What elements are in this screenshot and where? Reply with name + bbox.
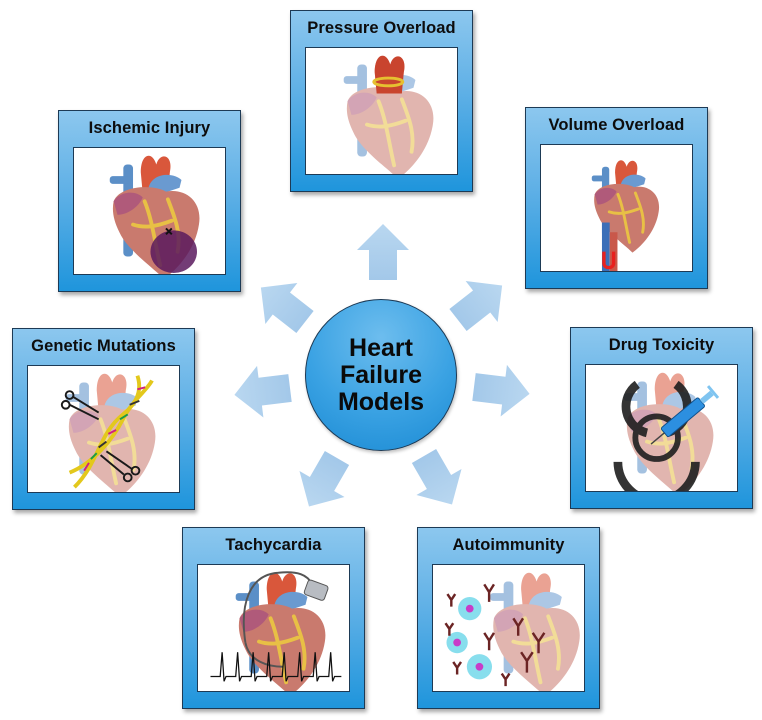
panel-title: Pressure Overload xyxy=(307,19,456,37)
genetic-mutations-illustration xyxy=(27,365,180,493)
heart-dna-scissors-icon xyxy=(60,366,179,492)
heart-antibodies-icon xyxy=(444,565,584,691)
arrow-up-icon xyxy=(357,224,409,280)
syringe-icon xyxy=(650,385,720,445)
panel-ischemic-injury: Ischemic Injury xyxy=(58,110,241,292)
center-line-1: Heart xyxy=(349,333,413,362)
drug-toxicity-illustration xyxy=(585,364,738,492)
arrow-upright-icon xyxy=(441,265,519,341)
panel-title: Genetic Mutations xyxy=(31,337,176,355)
heart-shunt-icon xyxy=(590,158,661,271)
scissors-icon xyxy=(60,390,141,483)
panel-autoimmunity: Autoimmunity xyxy=(417,527,600,709)
arrow-left-icon xyxy=(231,362,294,421)
center-line-2: Failure xyxy=(340,360,422,389)
arrow-downright-icon xyxy=(401,443,475,518)
heart-infarct-icon xyxy=(107,153,202,274)
center-heart-failure-models: Heart Failure Models xyxy=(305,299,457,451)
volume-overload-illustration xyxy=(540,144,693,272)
panel-title: Tachycardia xyxy=(225,536,322,554)
panel-title: Drug Toxicity xyxy=(608,336,715,354)
autoimmunity-illustration xyxy=(432,564,585,692)
heart-pacemaker-ecg-icon xyxy=(210,570,342,691)
arrow-right-icon xyxy=(470,361,533,420)
tachycardia-illustration xyxy=(197,564,350,692)
panel-title: Ischemic Injury xyxy=(88,119,211,137)
panel-tachycardia: Tachycardia xyxy=(182,527,365,709)
panel-drug-toxicity: Drug Toxicity xyxy=(570,327,753,509)
panel-title: Volume Overload xyxy=(548,116,685,134)
panel-title: Autoimmunity xyxy=(452,536,565,554)
panel-genetic-mutations: Genetic Mutations xyxy=(12,328,195,510)
ecg-trace-icon xyxy=(210,652,342,682)
heart-biohazard-syringe-icon xyxy=(613,365,720,491)
immune-cell-icon xyxy=(446,596,493,680)
center-line-3: Models xyxy=(337,387,425,416)
pressure-overload-illustration xyxy=(305,47,458,175)
heart-aortic-band-icon xyxy=(306,55,457,174)
pacemaker-icon xyxy=(303,579,329,601)
antibody-icon xyxy=(444,583,546,687)
ischemic-injury-illustration xyxy=(73,147,226,275)
arrow-downleft-icon xyxy=(286,445,360,520)
arrow-upleft-icon xyxy=(244,267,322,343)
panel-volume-overload: Volume Overload xyxy=(525,107,708,289)
panel-pressure-overload: Pressure Overload xyxy=(290,10,473,192)
